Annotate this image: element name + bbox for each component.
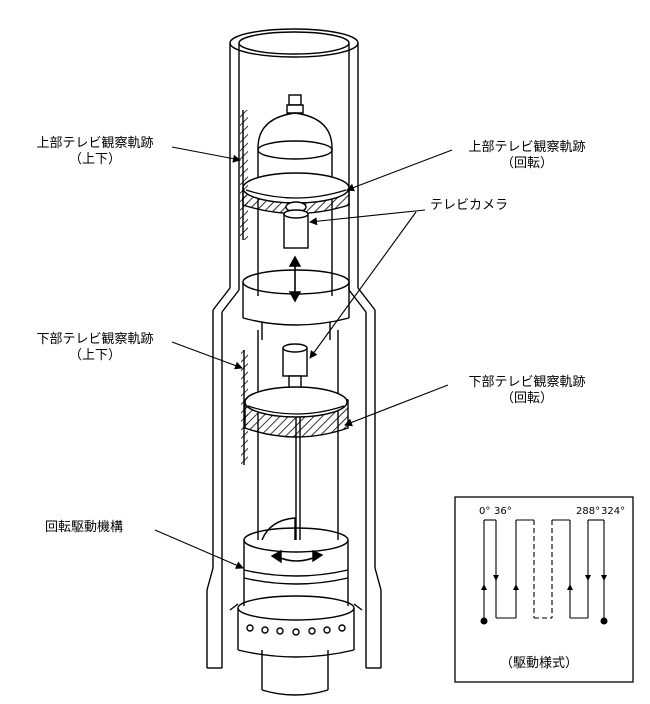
- upper-vertical-track-hatch: [240, 110, 248, 240]
- lower-vertical-track-hatch: [241, 350, 248, 465]
- label-lower-tv-updown-line2: （上下）: [68, 348, 121, 363]
- outer-vessel-shoulder: [212, 287, 376, 313]
- label-lower-tv-rotate: 下部テレビ観察軌跡 （回転）: [452, 375, 602, 407]
- label-tv-camera: テレビカメラ: [430, 198, 509, 213]
- lower-rotation-track: [244, 386, 349, 438]
- label-upper-tv-updown-line1: 上部テレビ観察軌跡: [36, 136, 154, 151]
- angle-324: 324°: [601, 506, 626, 517]
- label-upper-tv-updown-line2: （上下）: [68, 152, 121, 167]
- rotation-arrow: [270, 549, 324, 564]
- drive-section: [229, 517, 363, 658]
- label-rotation-mechanism: 回転駆動機構: [45, 520, 124, 535]
- middle-collar: [242, 269, 350, 340]
- label-upper-tv-rotate: 上部テレビ観察軌跡 （回転）: [452, 140, 602, 172]
- label-lower-tv-rotate-line1: 下部テレビ観察軌跡: [468, 375, 586, 390]
- label-upper-tv-rotate-line1: 上部テレビ観察軌跡: [468, 140, 586, 155]
- angle-0: 0°: [479, 506, 491, 517]
- drive-pattern-caption: （駆動様式）: [500, 656, 579, 671]
- outer-vessel-lower: [206, 310, 382, 696]
- label-lower-tv-updown-line1: 下部テレビ観察軌跡: [36, 332, 154, 347]
- angle-36: 36°: [494, 506, 512, 517]
- label-upper-tv-rotate-line2: （回転）: [500, 156, 553, 171]
- label-lower-tv-rotate-line2: （回転）: [500, 391, 553, 406]
- label-upper-tv-updown: 上部テレビ観察軌跡 （上下）: [20, 136, 170, 168]
- lower-camera-tube: [257, 330, 339, 540]
- upper-tv-camera: [283, 201, 309, 249]
- angle-288: 288°: [576, 506, 601, 517]
- drive-ports: [246, 624, 346, 636]
- outer-vessel-upper: [229, 28, 359, 290]
- label-lower-tv-updown: 下部テレビ観察軌跡 （上下）: [20, 332, 170, 364]
- drive-pattern-box: [454, 496, 634, 683]
- leader-lines: [154, 146, 453, 569]
